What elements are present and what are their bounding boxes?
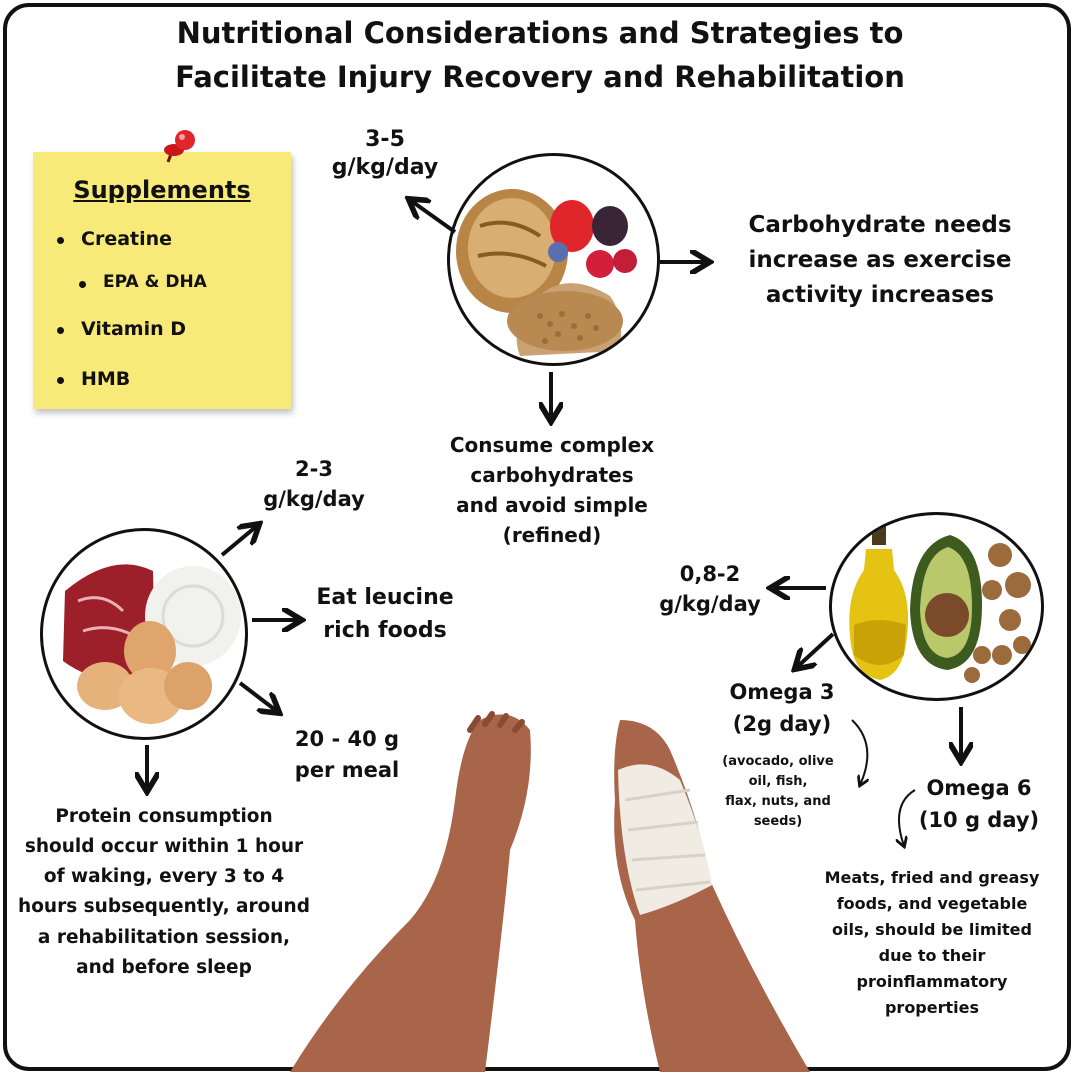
injured-feet-image bbox=[290, 711, 810, 1072]
fat-dose-line-2: g/kg/day bbox=[659, 591, 761, 616]
omega3-label: Omega 3 (2g day) bbox=[720, 677, 844, 741]
carb-needs-line-3: activity increases bbox=[765, 281, 995, 308]
protein-timing-line-5: a rehabilitation session, bbox=[37, 926, 291, 948]
carb-needs-line-1: Carbohydrate needs bbox=[748, 212, 1012, 238]
supplements-heading: Supplements bbox=[73, 176, 251, 204]
carb-needs-line-2: increase as exercise bbox=[748, 246, 1012, 273]
protein-leucine-line-2: rich foods bbox=[323, 618, 447, 643]
carb-dose-line-1: 3-5 bbox=[365, 127, 405, 152]
bread-berries-grains-image bbox=[456, 189, 637, 356]
carb-advice-line-2: carbohydrates bbox=[470, 463, 634, 487]
supplement-vitamin-d: Vitamin D bbox=[56, 318, 187, 340]
supplement-epa-dha: EPA & DHA bbox=[79, 272, 207, 292]
arrow-omega6-note bbox=[899, 789, 916, 846]
omega6-note-line-2: foods, and vegetable bbox=[836, 893, 1028, 913]
protein-timing-line-1: Protein consumption bbox=[55, 806, 273, 827]
carb-dose-label: 3-5 g/kg/day bbox=[320, 126, 450, 182]
arrow-carb-dose bbox=[410, 200, 457, 234]
protein-meal-line-2: per meal bbox=[294, 758, 400, 783]
title-line-2: Facilitate Injury Recovery and Rehabilit… bbox=[175, 59, 905, 94]
protein-timing-line-3: of waking, every 3 to 4 bbox=[43, 866, 285, 888]
omega3-sources-line-4: seeds) bbox=[753, 814, 803, 830]
carb-advice-line-3: and avoid simple bbox=[456, 493, 648, 517]
arrow-omega3-sources bbox=[851, 719, 867, 785]
push-pin-icon bbox=[164, 130, 195, 163]
protein-dose-label: 2-3 g/kg/day bbox=[252, 455, 376, 515]
carb-advice-line-4: (refined) bbox=[502, 523, 602, 547]
omega3-sources-line-1: (avocado, olive bbox=[722, 754, 834, 769]
supplements-sticky-note: Supplements Creatine EPA & DHA Vitamin D… bbox=[33, 152, 291, 409]
omega6-note-line-1: Meats, fried and greasy bbox=[824, 868, 1040, 887]
fat-dose-line-1: 0,8-2 bbox=[679, 562, 741, 586]
fat-foods-circle bbox=[829, 512, 1044, 701]
protein-dose-line-2: g/kg/day bbox=[263, 486, 365, 511]
page-title: Nutritional Considerations and Strategie… bbox=[40, 12, 1040, 99]
omega6-line-1: Omega 6 bbox=[926, 776, 1032, 800]
omega3-line-2: (2g day) bbox=[732, 711, 832, 736]
protein-dose-line-1: 2-3 bbox=[295, 457, 333, 481]
omega6-label: Omega 6 (10 g day) bbox=[910, 773, 1048, 836]
carb-advice-line-1: Consume complex bbox=[449, 433, 655, 457]
oil-avocado-nuts-image bbox=[849, 525, 1031, 683]
omega6-line-2: (10 g day) bbox=[918, 807, 1040, 832]
supplement-creatine: Creatine bbox=[56, 228, 173, 250]
title-line-1: Nutritional Considerations and Strategie… bbox=[176, 16, 904, 50]
protein-foods-circle bbox=[40, 528, 248, 740]
protein-timing-line-2: should occur within 1 hour bbox=[24, 836, 304, 858]
omega3-sources-line-2: oil, fish, bbox=[748, 774, 808, 790]
omega3-sources-line-3: flax, nuts, and bbox=[725, 794, 831, 810]
carb-advice-text: Consume complex carbohydrates and avoid … bbox=[432, 430, 672, 550]
carb-dose-line-2: g/kg/day bbox=[331, 155, 439, 181]
omega6-note-text: Meats, fried and greasy foods, and veget… bbox=[816, 865, 1048, 1020]
protein-timing-text: Protein consumption should occur within … bbox=[8, 802, 320, 983]
omega6-note-line-4: due to their bbox=[878, 945, 986, 965]
omega3-line-1: Omega 3 bbox=[729, 680, 835, 704]
protein-leucine-line-1: Eat leucine bbox=[316, 585, 454, 610]
omega6-note-line-3: oils, should be limited bbox=[832, 919, 1032, 939]
protein-meal-text: 20 - 40 g per meal bbox=[282, 724, 412, 786]
carb-needs-text: Carbohydrate needs increase as exercise … bbox=[730, 208, 1030, 313]
protein-leucine-text: Eat leucine rich foods bbox=[300, 581, 470, 647]
omega6-note-line-6: properties bbox=[884, 997, 980, 1017]
protein-timing-line-4: hours subsequently, around bbox=[18, 896, 310, 918]
meat-cheese-eggs-image bbox=[63, 564, 241, 724]
omega3-sources-text: (avocado, olive oil, fish, flax, nuts, a… bbox=[712, 752, 844, 833]
arrow-protein-dose bbox=[220, 525, 258, 557]
fat-dose-label: 0,8-2 g/kg/day bbox=[648, 560, 772, 620]
arrow-omega3 bbox=[796, 632, 835, 668]
omega6-note-line-5: proinflammatory bbox=[856, 971, 1008, 991]
carbohydrate-foods-circle bbox=[447, 153, 660, 366]
arrow-protein-meal bbox=[238, 681, 278, 712]
protein-meal-line-1: 20 - 40 g bbox=[294, 727, 400, 751]
supplement-hmb: HMB bbox=[56, 368, 131, 390]
frame-border bbox=[3, 3, 1071, 1071]
protein-timing-line-6: and before sleep bbox=[76, 956, 252, 978]
